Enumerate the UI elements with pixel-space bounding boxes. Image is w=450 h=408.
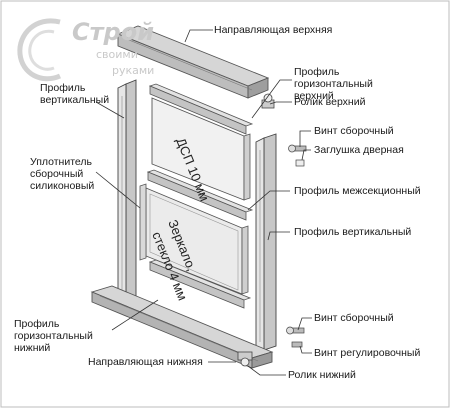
label-bottom-roller: Ролик нижний — [288, 369, 356, 381]
right-vertical-profile — [255, 133, 277, 355]
watermark-tagline-2: руками — [112, 64, 155, 77]
chipboard-panel — [151, 97, 251, 201]
leader-lines — [95, 29, 312, 376]
label-assembly-screw-bottom: Винт сборочный — [314, 312, 394, 324]
bottom-horizontal-profile — [148, 259, 252, 309]
silicone-sealant — [139, 183, 147, 261]
label-top-profile: Профиль горизонтальный верхний — [294, 66, 373, 102]
label-bottom-guide: Направляющая нижняя — [88, 356, 203, 368]
label-top-roller: Ролик верхний — [294, 96, 366, 108]
label-assembly-screw-top: Винт сборочный — [314, 125, 394, 137]
left-vertical-profile — [117, 79, 137, 305]
label-door-cap: Заглушка дверная — [314, 144, 404, 156]
label-right-vertical: Профиль вертикальный — [294, 226, 412, 238]
label-top-guide: Направляющая верхняя — [214, 24, 333, 36]
label-left-vertical: Профиль вертикальный — [40, 82, 110, 106]
assembly-screw-top — [288, 144, 307, 153]
label-sealant: Уплотнитель сборочный силиконовый — [30, 156, 95, 192]
watermark-logo: Строй своими руками — [14, 14, 164, 94]
watermark-tagline-1: своими — [96, 48, 138, 61]
top-guide-rail — [116, 25, 270, 99]
watermark-brand: Строй — [72, 18, 155, 46]
mirror-panel — [145, 187, 249, 295]
door-cap — [295, 159, 305, 167]
label-bottom-profile: Профиль горизонтальный нижний — [14, 318, 93, 354]
label-adjust-screw: Винт регулировочный — [314, 347, 421, 359]
mid-section-profile — [146, 169, 254, 221]
bottom-roller — [237, 351, 253, 367]
top-horizontal-profile — [148, 83, 254, 135]
logo-swirl-icon — [17, 18, 62, 82]
bottom-guide-rail — [90, 285, 274, 369]
label-mid-profile: Профиль межсекционный — [294, 185, 421, 197]
adjust-screw — [291, 341, 303, 348]
assembly-screw-bottom — [286, 326, 305, 335]
